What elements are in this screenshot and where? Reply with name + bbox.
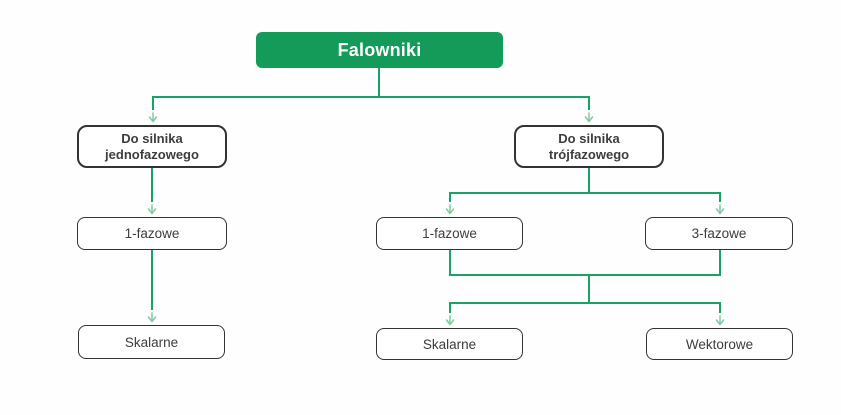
node-1-fazowe-trojfazowy: 1-fazowe (376, 217, 523, 250)
node-1-fazowe-jednofazowy: 1-fazowe (77, 217, 227, 250)
node-do-silnika-trojfazowego: Do silnika trójfazowego (514, 125, 664, 168)
down-arrow-icon (715, 315, 725, 326)
node-3-fazowe: 3-fazowe (645, 217, 793, 250)
down-arrow-icon (445, 315, 455, 326)
node-skalarne-jednofazowy: Skalarne (78, 325, 225, 359)
down-arrow-icon (445, 204, 455, 215)
node-wektorowe: Wektorowe (646, 328, 793, 360)
node-falowniki: Falowniki (256, 32, 503, 68)
down-arrow-icon (584, 112, 594, 123)
edges (151, 68, 721, 313)
down-arrow-icon (148, 112, 158, 123)
node-skalarne-trojfazowy: Skalarne (376, 328, 523, 360)
down-arrow-icon (715, 204, 725, 215)
down-arrow-icon (147, 204, 157, 215)
down-arrow-icon (147, 312, 157, 323)
node-do-silnika-jednofazowego: Do silnika jednofazowego (77, 125, 227, 168)
